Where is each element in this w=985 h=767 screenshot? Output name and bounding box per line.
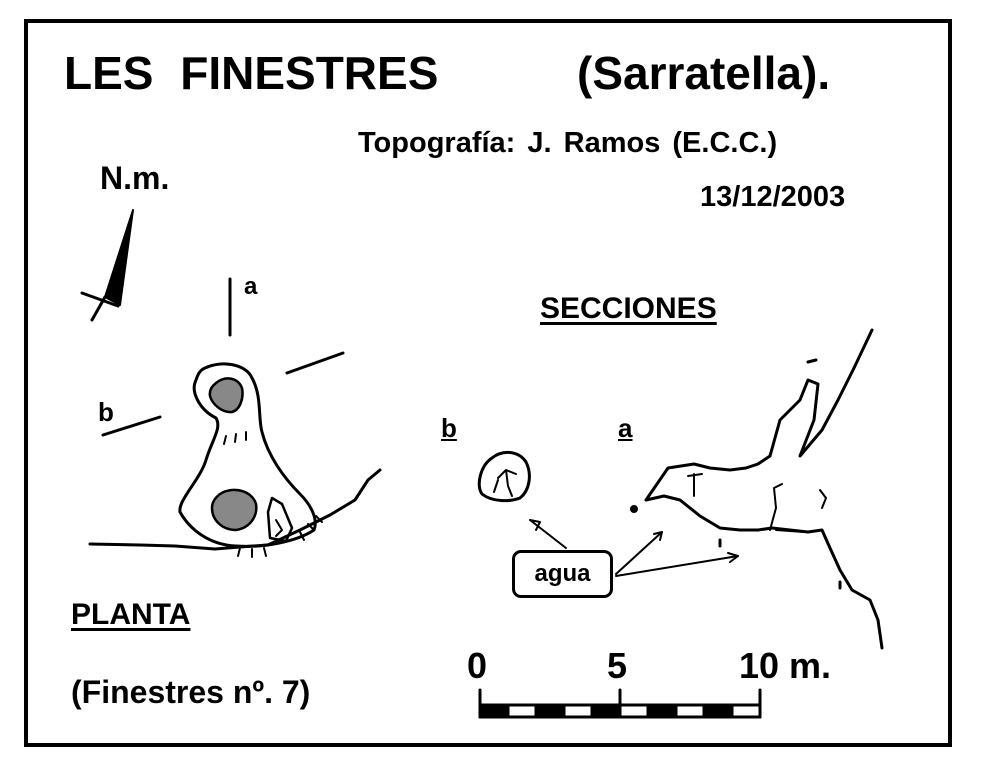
section-b-cracks bbox=[493, 469, 517, 497]
scale-bar bbox=[478, 688, 762, 719]
plan-section-b-label: b bbox=[98, 397, 114, 427]
plan-hachures bbox=[223, 431, 323, 558]
cave-location: (Sarratella). bbox=[577, 47, 831, 99]
plan-subtitle: (Finestres nº. 7) bbox=[71, 674, 311, 710]
section-a-dot bbox=[630, 505, 638, 513]
section-b-label: b bbox=[441, 413, 457, 443]
cave-title: LES FINESTRES bbox=[64, 47, 439, 99]
plan-section-a-label: a bbox=[244, 273, 258, 300]
scale-tick-10: 10 m. bbox=[739, 645, 832, 686]
plan-section-b-line-right bbox=[285, 351, 345, 375]
water-leader-lines bbox=[529, 519, 739, 577]
map-frame bbox=[24, 19, 952, 747]
survey-date: 13/12/2003 bbox=[700, 181, 846, 213]
section-b-outline bbox=[477, 451, 531, 503]
section-a-crack bbox=[687, 473, 703, 497]
sections-heading: SECCIONES bbox=[540, 292, 717, 325]
section-a-fragment bbox=[806, 358, 818, 364]
section-a-crack-2 bbox=[819, 489, 827, 509]
scale-tick-5: 5 bbox=[607, 645, 628, 686]
scale-tick-0: 0 bbox=[467, 645, 488, 686]
north-label: N.m. bbox=[100, 160, 170, 196]
section-a-water-line bbox=[775, 529, 805, 533]
plan-water-pool-lower bbox=[210, 488, 258, 532]
plan-heading: PLANTA bbox=[71, 598, 191, 631]
plan-section-b-line-left bbox=[101, 415, 162, 437]
plan-water-pool-upper bbox=[208, 377, 244, 414]
section-a-outline bbox=[644, 328, 884, 650]
survey-credit: Topografía: J. Ramos (E.C.C.) bbox=[358, 127, 778, 159]
plan-rock-block bbox=[266, 496, 294, 543]
water-label: agua bbox=[534, 560, 591, 587]
north-arrow-icon bbox=[80, 209, 134, 322]
section-a-label: a bbox=[618, 413, 633, 443]
plan-cave-outline bbox=[178, 362, 317, 548]
section-a-inner-wall bbox=[769, 483, 783, 531]
water-callout: agua bbox=[512, 550, 613, 598]
plan-rock-crack bbox=[275, 519, 283, 537]
